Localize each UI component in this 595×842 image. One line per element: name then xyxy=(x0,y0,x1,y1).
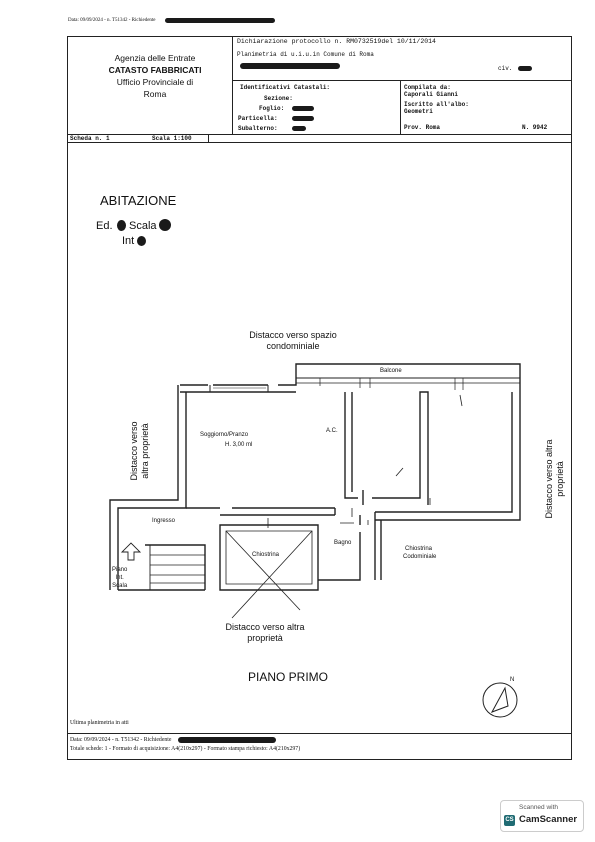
badge-line2: CamScanner xyxy=(519,814,578,825)
declaration-text: Dichiarazione protocollo n. RM0732519del… xyxy=(237,38,436,45)
redaction-int xyxy=(137,236,146,246)
particella-label: Particella: xyxy=(238,115,278,122)
ingresso-label: Ingresso xyxy=(152,518,176,524)
footer-divider xyxy=(67,733,572,734)
distacco-top-line2: condominiale xyxy=(266,341,320,351)
header-divider-v xyxy=(232,36,233,134)
footer-line2: Data: 09/09/2024 - n. T51342 - Richieden… xyxy=(70,737,172,743)
header-divider-h1 xyxy=(232,80,572,81)
redaction-footer xyxy=(178,737,276,743)
foglio-label: Foglio: xyxy=(259,105,285,112)
compilata-name: Caporali Gianni xyxy=(404,91,459,98)
agency-line4: Roma xyxy=(143,89,167,99)
prov-label: Prov. Roma xyxy=(404,124,441,131)
footer-line1: Ultima planimetria in atti xyxy=(70,720,129,726)
redaction-subalterno xyxy=(292,126,306,131)
redaction-address xyxy=(240,63,340,69)
distacco-bottom-line1: Distacco verso altra xyxy=(225,622,305,632)
distacco-top: Distacco verso spazio condominiale xyxy=(218,330,368,352)
bagno-label: Bagno xyxy=(334,540,352,546)
int-label: Int xyxy=(122,235,135,247)
north-compass xyxy=(482,682,518,718)
redaction-particella xyxy=(292,116,314,121)
soggiorno-label: Soggiorno/Pranzo xyxy=(200,432,249,438)
header-divider-v2 xyxy=(400,80,401,134)
piano-int-line1: Piano xyxy=(112,567,128,573)
ac-label: A.C. xyxy=(326,428,338,434)
subalterno-label: Subalterno: xyxy=(238,125,278,132)
redaction-civ xyxy=(518,66,532,71)
redaction-foglio xyxy=(292,106,314,111)
compilata-label: Compilata da: xyxy=(404,84,451,91)
agency-line1: Agenzia delle Entrate xyxy=(114,53,196,63)
planimetria-text: Planimetria di u.i.u.in Comune di Roma xyxy=(237,51,374,58)
redaction-scala xyxy=(159,219,171,231)
balcone-label: Balcone xyxy=(380,368,402,374)
document-frame xyxy=(67,36,572,760)
plan-title: ABITAZIONE xyxy=(100,193,177,208)
iscritto-value: Geometri xyxy=(404,108,433,115)
chiostrina-cond-label2: Codominiale xyxy=(403,554,437,560)
agency-line3: Ufficio Provinciale di xyxy=(116,77,194,87)
header-divider-h3 xyxy=(67,142,572,143)
north-label: N xyxy=(510,677,515,683)
iscritto-label: Iscritto all'albo: xyxy=(404,101,469,108)
scala-label: Scala 1:100 xyxy=(152,135,192,142)
sezione-label: Sezione: xyxy=(264,95,293,102)
agency-line2: CATASTO FABBRICATI xyxy=(108,65,202,75)
header-divider-h2 xyxy=(67,134,572,135)
ident-title: Identificativi Catastali: xyxy=(240,84,331,91)
chiostrina-cond-label1: Chiostrina xyxy=(405,546,433,552)
redaction-ed xyxy=(117,220,126,231)
badge-line1: Scanned with xyxy=(519,804,559,811)
scheda-label: Scheda n. 1 xyxy=(70,135,110,142)
distacco-bottom-line2: proprietà xyxy=(247,633,283,643)
agency-block: Agenzia delle Entrate CATASTO FABBRICATI… xyxy=(80,52,230,100)
civ-label: civ. xyxy=(498,65,513,72)
piano-int-line2: Int. xyxy=(115,575,124,581)
ed-label: Ed. xyxy=(96,220,113,232)
scheda-divider xyxy=(208,134,209,142)
camscanner-icon: CS xyxy=(504,815,515,826)
soggiorno-height: H. 3,00 ml xyxy=(225,442,253,448)
piano-int-line3: Scala xyxy=(112,583,128,589)
piano-int-label: Piano Int. Scala xyxy=(112,566,127,590)
chiostrina-label: Chiostrina xyxy=(252,552,280,558)
floor-label: PIANO PRIMO xyxy=(248,670,329,684)
distacco-bottom: Distacco verso altra proprietà xyxy=(205,622,325,644)
footer-line3: Totale schede: 1 - Formato di acquisizio… xyxy=(70,746,301,752)
distacco-top-line1: Distacco verso spazio xyxy=(249,330,337,340)
scala-text: Scala xyxy=(129,220,157,232)
redaction-top xyxy=(165,18,275,23)
camscanner-badge: Scanned with CS CamScanner xyxy=(500,800,584,832)
numero-label: N. 9942 xyxy=(522,124,548,131)
top-strip: Data: 09/09/2024 - n. T51342 - Richieden… xyxy=(68,18,156,23)
